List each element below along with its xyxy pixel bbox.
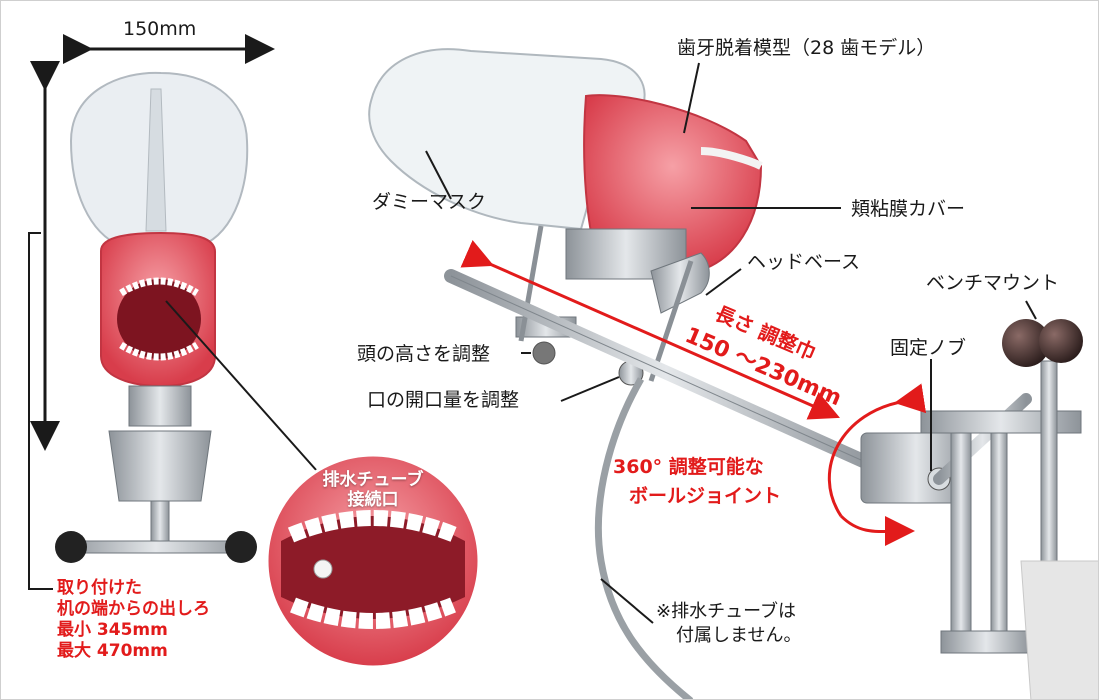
drain-note-line-1: ※排水チューブは bbox=[656, 601, 797, 622]
head-height-label: 頭の高さを調整 bbox=[357, 343, 491, 365]
mask-spine bbox=[145, 88, 167, 232]
drain-hole bbox=[313, 559, 333, 579]
teeth-model-label: 歯牙脱着模型（28 歯モデル） bbox=[677, 37, 936, 59]
base-plate-front bbox=[108, 430, 212, 502]
leader-dummy-mask bbox=[425, 150, 452, 200]
fixing-knob-label: 固定ノブ bbox=[890, 337, 967, 359]
length-arrow bbox=[460, 240, 840, 420]
leader-head-base bbox=[705, 268, 742, 296]
leader-mouth-opening bbox=[560, 376, 620, 402]
bench-mount-label: ベンチマウント bbox=[926, 272, 1060, 294]
bench-screw bbox=[1040, 360, 1058, 592]
t-bar bbox=[60, 540, 252, 554]
neck-joint bbox=[128, 385, 192, 427]
upper-teeth-front bbox=[119, 277, 199, 296]
bench-knob-left bbox=[1002, 319, 1050, 367]
mount-note-line-4: 最大 470mm bbox=[57, 641, 168, 661]
side-view-model bbox=[368, 48, 1098, 699]
left-knob bbox=[55, 531, 87, 563]
drain-tube bbox=[594, 377, 694, 699]
dummy-mask-label: ダミーマスク bbox=[372, 191, 487, 213]
closeup-upper-teeth bbox=[287, 510, 459, 543]
ball-joint-label-2: ボールジョイント bbox=[629, 485, 782, 507]
leader-bench-mount bbox=[1025, 300, 1037, 320]
mouth-opening-label: 口の開口量を調整 bbox=[367, 389, 520, 411]
leader-drain-note bbox=[600, 578, 654, 624]
drain-port-line-2: 接続口 bbox=[347, 489, 399, 510]
mount-note-line-3: 最小 345mm bbox=[57, 620, 168, 640]
bench-clamp-post bbox=[950, 432, 972, 634]
head-base-label: ヘッドベース bbox=[747, 251, 861, 273]
drain-note-line-2: 付属しません。 bbox=[676, 625, 802, 646]
cheek-cover-label: 頬粘膜カバー bbox=[851, 198, 966, 220]
closeup-lower-teeth bbox=[290, 597, 456, 629]
table-edge bbox=[1020, 560, 1098, 699]
mouth-opening bbox=[117, 279, 201, 359]
leader-teeth-model bbox=[683, 62, 700, 134]
mount-bracket bbox=[28, 232, 53, 590]
mount-note: 取り付けた 机の端からの出しろ 最小 345mm 最大 470mm bbox=[57, 578, 210, 662]
ball-joint-label-1: 360° 調整可能な bbox=[613, 456, 764, 478]
drain-port-closeup bbox=[265, 453, 481, 669]
lower-teeth-front bbox=[119, 342, 199, 361]
right-knob bbox=[225, 531, 257, 563]
bench-clamp-bottom bbox=[940, 630, 1032, 654]
drain-port-pointer bbox=[165, 300, 318, 472]
drain-port-label: 排水チューブ 接続口 bbox=[311, 470, 435, 510]
drain-port-line-1: 排水チューブ bbox=[322, 470, 424, 490]
mount-note-line-2: 机の端からの出しろ bbox=[57, 599, 210, 619]
cheek-cover-shape bbox=[700, 147, 763, 170]
height-adjust-knob bbox=[532, 341, 556, 365]
front-view-model bbox=[28, 34, 318, 590]
rotation-arc-bottom bbox=[839, 514, 915, 547]
bench-knob-right bbox=[1039, 319, 1083, 363]
width-label: 150mm bbox=[123, 18, 197, 40]
mount-post bbox=[150, 500, 170, 547]
rotation-arc-top bbox=[827, 383, 927, 517]
mount-note-line-1: 取り付けた bbox=[57, 578, 142, 598]
bench-clamp-post-2 bbox=[990, 432, 1008, 634]
